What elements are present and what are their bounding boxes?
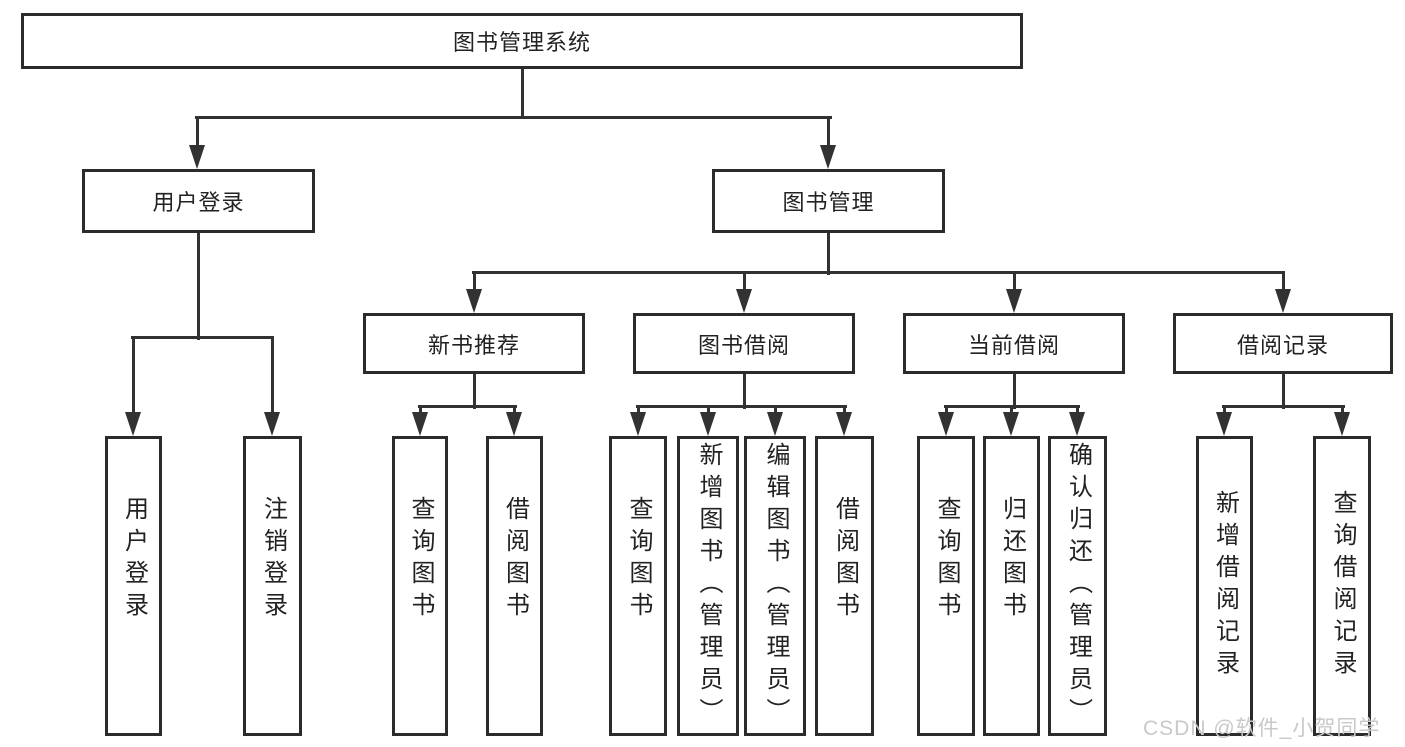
leaf-edit-book-admin-label: 编辑图书（管理员） (762, 442, 789, 730)
leaf-add-borrow-record: 新增借阅记录 (1196, 436, 1253, 736)
leaf-borrow-books-1-label: 借阅图书 (501, 496, 529, 624)
leaf-add-book-admin: 新增图书（管理员） (677, 436, 739, 736)
connector-hline (472, 270, 1285, 274)
down-arrowhead-icon (189, 145, 205, 169)
leaf-query-books-2: 查询图书 (609, 436, 667, 736)
down-arrowhead-icon (630, 412, 646, 436)
leaf-query-borrow-record-label: 查询借阅记录 (1329, 490, 1356, 682)
node-current-borrow: 当前借阅 (903, 313, 1125, 374)
down-arrowhead-icon (700, 412, 716, 436)
connector-vline (270, 337, 274, 415)
connector-hline (636, 404, 847, 408)
down-arrowhead-icon (938, 412, 954, 436)
node-user-login: 用户登录 (82, 169, 315, 233)
connector-hline (418, 404, 517, 408)
leaf-query-books-2-label: 查询图书 (625, 496, 652, 624)
down-arrowhead-icon (736, 289, 752, 313)
connector-vline (1012, 272, 1016, 292)
leaf-query-books-1-label: 查询图书 (407, 496, 434, 624)
down-arrowhead-icon (820, 145, 836, 169)
down-arrowhead-icon (767, 412, 783, 436)
node-new-book-rec: 新书推荐 (363, 313, 585, 374)
leaf-user-login: 用户登录 (105, 436, 162, 736)
down-arrowhead-icon (466, 289, 482, 313)
node-borrow-record-label: 借阅记录 (1236, 332, 1329, 358)
connector-vline (520, 69, 524, 117)
leaf-user-login-label: 用户登录 (120, 496, 148, 624)
node-book-borrow: 图书借阅 (633, 313, 855, 374)
down-arrowhead-icon (412, 412, 428, 436)
node-borrow-record: 借阅记录 (1173, 313, 1393, 374)
connector-vline (742, 272, 746, 292)
leaf-query-books-1: 查询图书 (392, 436, 448, 736)
down-arrowhead-icon (1003, 412, 1019, 436)
node-book-mgmt-label: 图书管理 (782, 190, 875, 215)
down-arrowhead-icon (1334, 412, 1350, 436)
node-book-mgmt: 图书管理 (712, 169, 945, 233)
connector-vline (826, 233, 830, 275)
leaf-confirm-return-admin-label: 确认归还（管理员） (1064, 442, 1092, 730)
connector-vline (195, 117, 199, 149)
connector-vline (1281, 272, 1285, 292)
connector-vline (826, 117, 830, 149)
leaf-confirm-return-admin: 确认归还（管理员） (1048, 436, 1107, 736)
connector-vline (742, 374, 746, 409)
connector-vline (196, 233, 200, 340)
down-arrowhead-icon (1275, 289, 1291, 313)
watermark: CSDN @软件_小贺同学 (1143, 717, 1381, 740)
down-arrowhead-icon (1069, 412, 1085, 436)
leaf-add-book-admin-label: 新增图书（管理员） (695, 442, 722, 730)
down-arrowhead-icon (1006, 289, 1022, 313)
down-arrowhead-icon (506, 412, 522, 436)
leaf-add-borrow-record-label: 新增借阅记录 (1211, 490, 1239, 682)
leaf-return-books-label: 归还图书 (998, 496, 1026, 624)
leaf-borrow-books-2: 借阅图书 (815, 436, 874, 736)
down-arrowhead-icon (264, 412, 280, 436)
down-arrowhead-icon (836, 412, 852, 436)
leaf-query-borrow-record: 查询借阅记录 (1313, 436, 1371, 736)
node-user-login-label: 用户登录 (152, 190, 245, 215)
node-root: 图书管理系统 (21, 13, 1023, 69)
leaf-logout: 注销登录 (243, 436, 302, 736)
connector-vline (472, 374, 476, 409)
down-arrowhead-icon (1216, 412, 1232, 436)
leaf-query-books-3: 查询图书 (917, 436, 975, 736)
connector-vline (472, 272, 476, 292)
leaf-borrow-books-1: 借阅图书 (486, 436, 543, 736)
connector-vline (1281, 374, 1285, 409)
down-arrowhead-icon (125, 412, 141, 436)
leaf-edit-book-admin: 编辑图书（管理员） (744, 436, 806, 736)
node-root-label: 图书管理系统 (452, 30, 591, 55)
leaf-query-books-3-label: 查询图书 (933, 496, 960, 624)
node-new-book-rec-label: 新书推荐 (427, 332, 520, 358)
node-book-borrow-label: 图书借阅 (697, 332, 790, 358)
connector-vline (1012, 374, 1016, 409)
connector-hline (1222, 404, 1345, 408)
leaf-return-books: 归还图书 (983, 436, 1040, 736)
connector-hline (131, 335, 274, 339)
leaf-logout-label: 注销登录 (259, 496, 287, 624)
connector-hline (195, 115, 832, 119)
connector-vline (131, 337, 135, 415)
leaf-borrow-books-2-label: 借阅图书 (831, 496, 859, 624)
node-current-borrow-label: 当前借阅 (967, 332, 1060, 358)
